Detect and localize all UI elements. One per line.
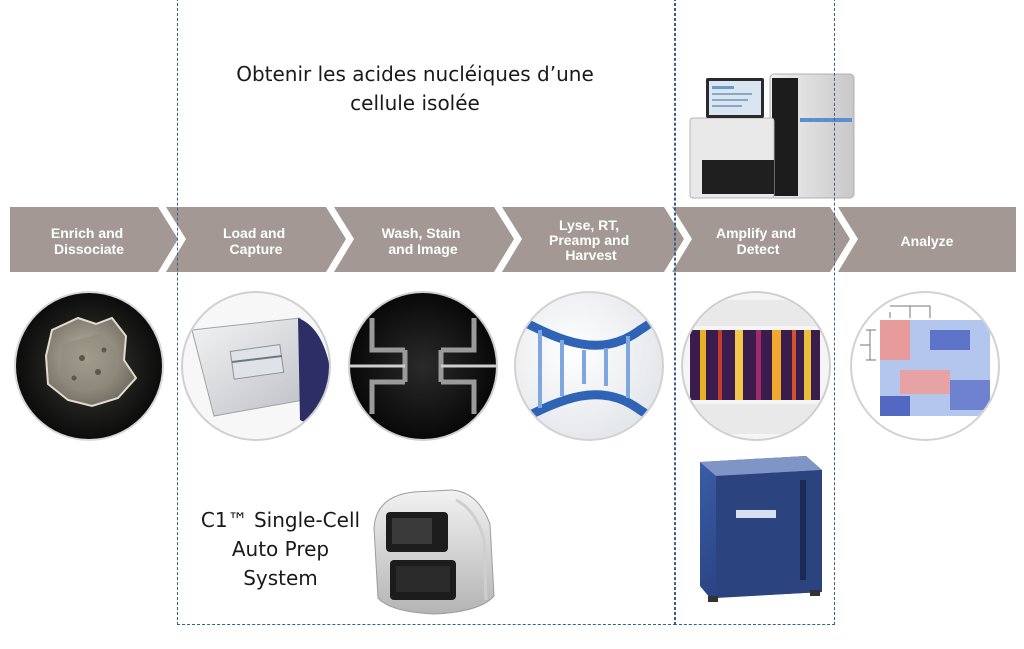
step-chevron-1	[10, 207, 178, 272]
step-chevron-4	[502, 207, 684, 272]
heading-line-1: Obtenir les acides nucléiques d’une	[236, 62, 594, 86]
analysis-heatmap-image	[850, 291, 1000, 441]
process-chevrons	[10, 207, 1016, 272]
section-heading: Obtenir les acides nucléiques d’une cell…	[205, 60, 625, 118]
step-chevron-2	[166, 207, 346, 272]
c1-system-image	[373, 489, 495, 615]
step-chevron-5	[672, 207, 850, 272]
heading-line-2: cellule isolée	[350, 91, 480, 115]
step-chevron-6	[838, 207, 1016, 272]
step-label-1: Enrich and Dissociate	[51, 225, 127, 257]
instrument-label: C1™ Single-Cell Auto Prep System	[178, 506, 383, 593]
step-chevron-3	[334, 207, 514, 272]
dissociated-tissue-image	[14, 291, 164, 441]
sequencer-image	[684, 72, 862, 206]
step-label-3: Wash, Stain and Image	[382, 225, 465, 257]
step-label-5: Amplify and Detect	[716, 225, 800, 257]
capture-site-image	[348, 291, 498, 441]
biomark-instrument-image	[700, 456, 822, 602]
step-label-4: Lyse, RT, Preamp and Harvest	[549, 217, 633, 263]
step-labels: Enrich and Dissociate Load and Capture W…	[51, 217, 954, 263]
instrument-label-line-1: C1™ Single-Cell	[200, 508, 361, 532]
step-label-2: Load and Capture	[223, 225, 289, 257]
microfluidic-chip-image	[181, 291, 331, 441]
amplify-detect-region	[674, 0, 835, 625]
instrument-label-line-3: System	[243, 566, 318, 590]
instrument-label-line-2: Auto Prep	[231, 537, 330, 561]
step-label-6: Analyze	[901, 233, 954, 249]
dna-helix-image	[514, 291, 664, 441]
single-cell-prep-region	[177, 0, 676, 625]
